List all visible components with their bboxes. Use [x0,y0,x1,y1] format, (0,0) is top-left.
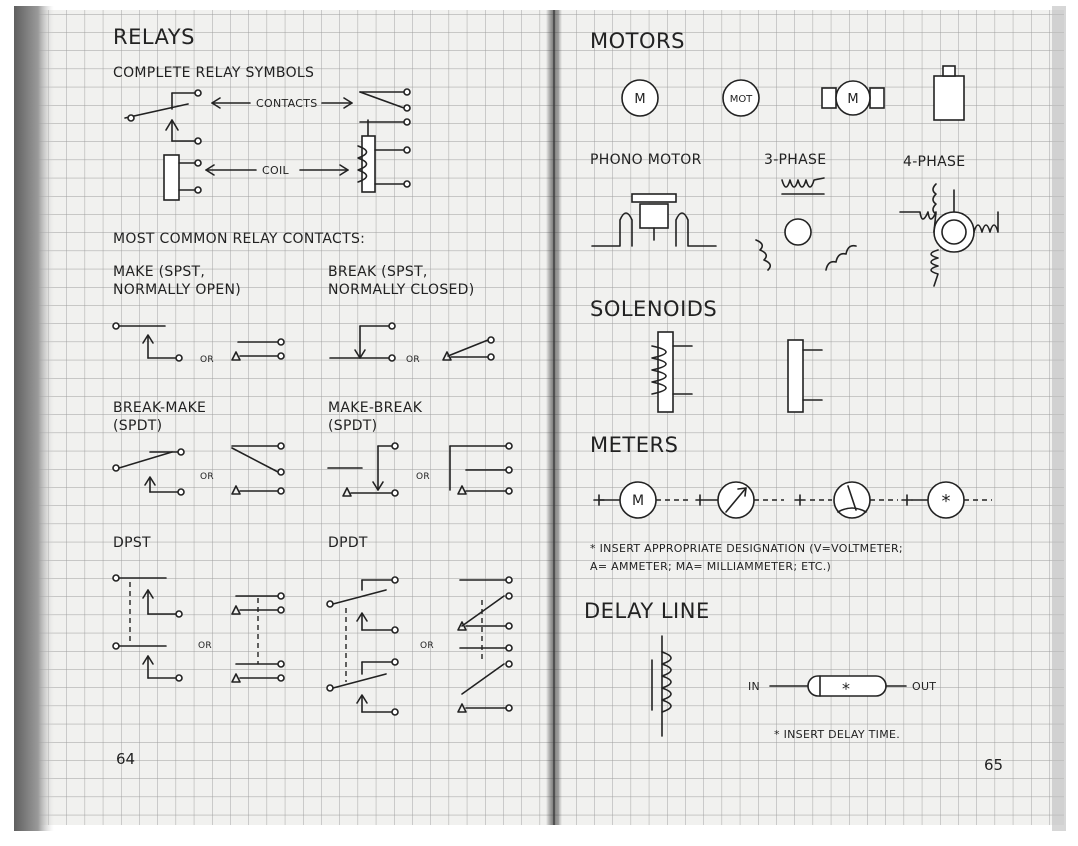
right-page-edge [1052,6,1066,831]
complete-relay-symbol-1 [124,89,202,201]
phono-motor-symbol [591,193,717,247]
break-label-line1: BREAK (SPST, [328,264,428,280]
meter-note-line1: * INSERT APPROPRIATE DESIGNATION (V=VOLT… [590,542,903,555]
left-binding-edge [14,6,54,831]
three-phase-motor-symbol [755,177,857,271]
complete-relay-symbols-heading: COMPLETE RELAY SYMBOLS [113,65,314,81]
break-contact-symbol-a [329,322,396,362]
delay-line-coil-symbol [651,635,672,737]
motor-m-symbol: M [621,79,659,117]
dpdt-contact-symbol-b [457,576,513,713]
delay-line-title: DELAY LINE [584,599,710,623]
make-label-line1: MAKE (SPST, [113,264,205,280]
four-phase-motor-symbol [899,183,999,287]
motor-mot-label: MOT [730,94,753,105]
make-break-label-line2: (SPDT) [328,418,377,434]
meter-m-symbol: M [593,481,688,519]
delay-note: * INSERT DELAY TIME. [774,728,900,741]
delay-line-symbol: IN * OUT [748,675,936,698]
dpst-contact-symbol-a [112,574,183,682]
meter-note-line2: A= AMMETER; MA= MILLIAMMETER; ETC.) [590,560,831,573]
meter-star-label: * [942,491,951,512]
motor-mot-symbol: MOT [722,79,760,117]
make-break-contact-symbol-a [327,442,399,497]
contacts-label: CONTACTS [256,97,318,110]
motor-brush-label: M [847,92,858,107]
break-make-contact-symbol-a [112,448,185,496]
page-number-right: 65 [984,756,1003,774]
or-label: OR [198,641,212,651]
make-break-label-line1: MAKE-BREAK [328,400,423,416]
grid-background [22,10,1064,825]
delay-in-label: IN [748,680,760,693]
make-label-line2: NORMALLY OPEN) [113,282,241,298]
solenoid-symbol-a [651,331,693,413]
solenoid-symbol-b [787,339,823,413]
four-phase-label: 4-PHASE [903,154,965,170]
three-phase-label: 3-PHASE [764,152,826,168]
make-break-contact-symbol-b [449,442,513,495]
meter-arrow-symbol [695,481,784,519]
motors-title: MOTORS [590,29,685,53]
motor-cylinder-symbol [933,65,965,121]
or-label: OR [420,641,434,651]
solenoids-title: SOLENOIDS [590,297,717,321]
coil-arrow: COIL [205,164,349,177]
break-contact-symbol-b [442,336,495,361]
or-label: OR [200,472,214,482]
relays-title: RELAYS [113,25,195,49]
coil-label: COIL [262,164,289,177]
dpst-label: DPST [113,535,151,551]
dpdt-contact-symbol-a [326,576,399,716]
meter-star-symbol: * [901,481,992,519]
motor-m-label: M [634,92,645,107]
break-make-label-line2: (SPDT) [113,418,162,434]
or-label: OR [406,355,420,365]
motor-with-brushes-symbol: M [821,80,885,116]
dpst-contact-symbol-b [231,592,285,683]
meter-dial-symbol [794,481,898,519]
complete-relay-symbol-2 [357,88,411,193]
delay-out-label: OUT [912,680,936,693]
break-label-line2: NORMALLY CLOSED) [328,282,475,298]
contacts-arrow: CONTACTS [211,97,353,110]
make-contact-symbol-a [112,322,183,362]
or-label: OR [416,472,430,482]
page-number-left: 64 [116,750,135,768]
delay-star-label: * [842,679,850,698]
meter-m-label: M [632,493,644,509]
meters-title: METERS [590,433,678,457]
break-make-label-line1: BREAK-MAKE [113,400,206,416]
phono-motor-label: PHONO MOTOR [590,152,702,168]
make-contact-symbol-b [231,338,285,361]
most-common-heading: MOST COMMON RELAY CONTACTS: [113,231,365,247]
dpdt-label: DPDT [328,535,368,551]
or-label: OR [200,355,214,365]
break-make-contact-symbol-b [231,442,285,495]
